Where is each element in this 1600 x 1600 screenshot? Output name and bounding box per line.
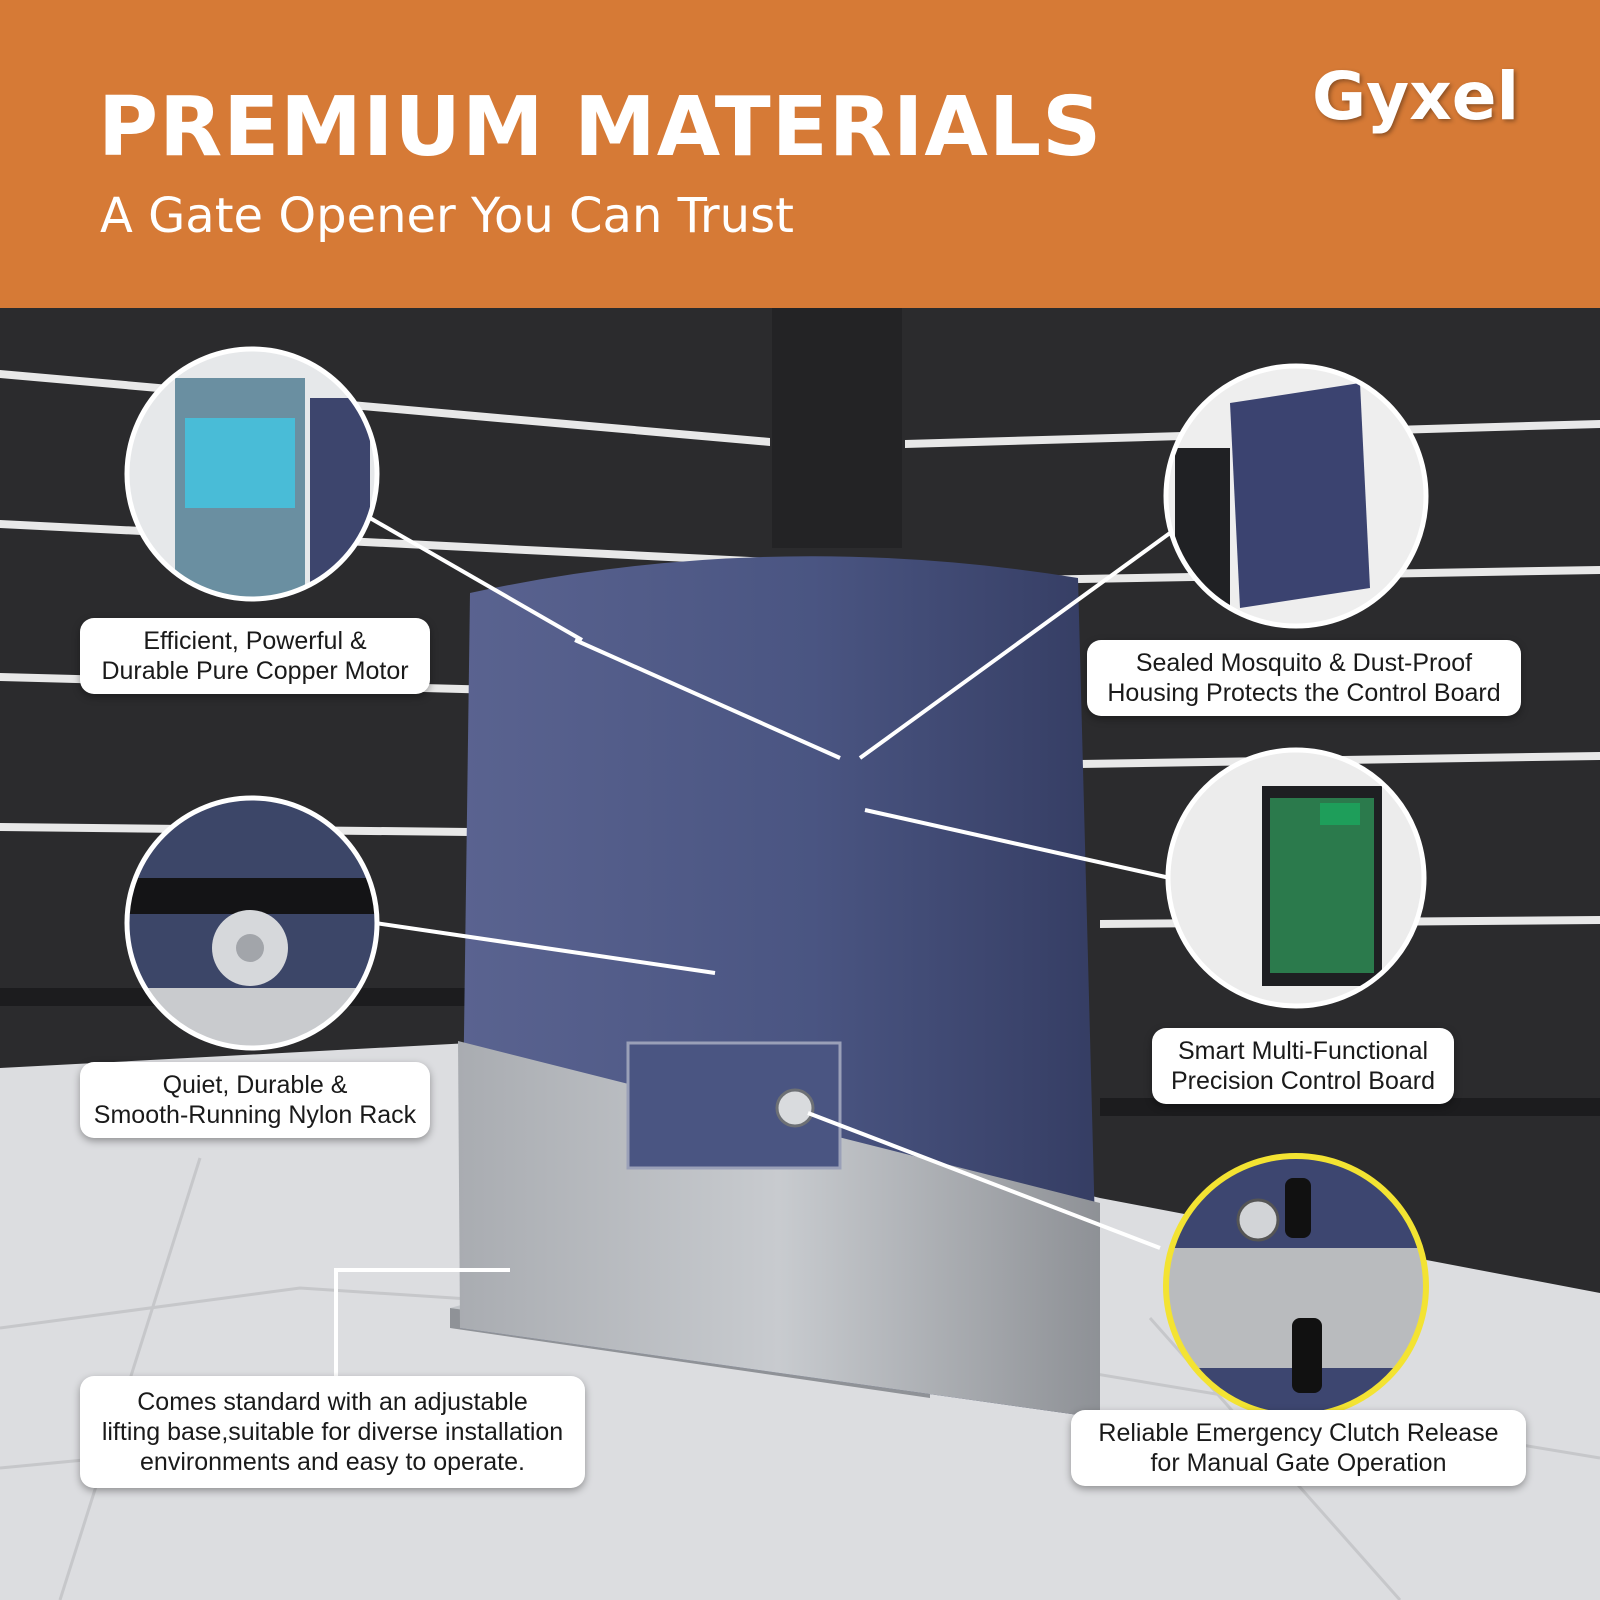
callout-text: Sealed Mosquito & Dust-Proof [1135,649,1473,677]
detail-circle-board [1165,747,1427,1009]
detail-circle-rack [124,795,380,1051]
product-scene: Efficient, Powerful &Durable Pure Copper… [0,308,1600,1600]
leader-lines [334,516,1172,1408]
callout-text: Reliable Emergency Clutch Release [1098,1419,1499,1447]
subheadline: A Gate Opener You Can Trust [100,188,794,244]
callout-text: Quiet, Durable & [162,1071,348,1099]
callout-text: Housing Protects the Control Board [1107,679,1501,707]
callout-text: lifting base,suitable for diverse instal… [101,1418,564,1446]
headline: PREMIUM MATERIALS [98,80,1103,175]
gate-opener-housing [458,556,1100,1418]
callout-text: Smooth-Running Nylon Rack [93,1101,417,1129]
callout-copper-motor: Efficient, Powerful &Durable Pure Copper… [80,618,430,694]
callout-text: for Manual Gate Operation [1150,1449,1447,1477]
callout-text: Efficient, Powerful & [143,627,367,655]
header-banner: PREMIUM MATERIALS A Gate Opener You Can … [0,0,1600,308]
callout-nylon-rack: Quiet, Durable &Smooth-Running Nylon Rac… [80,1062,430,1138]
callout-text: Precision Control Board [1170,1067,1435,1095]
brand-logo: Gyxel [1312,58,1520,135]
detail-circle-motor [124,346,380,602]
callout-text: environments and easy to operate. [140,1448,525,1476]
callout-text: Smart Multi-Functional [1177,1037,1429,1065]
callout-text: Comes standard with an adjustable [137,1388,528,1416]
detail-circle-housing [1163,363,1429,629]
detail-circle-clutch [1163,1153,1429,1419]
callout-text: Durable Pure Copper Motor [101,657,409,685]
